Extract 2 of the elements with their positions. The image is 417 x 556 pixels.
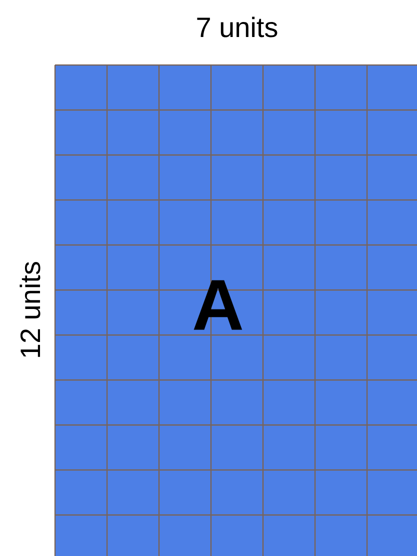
- dimension-label: 7 units: [197, 16, 278, 38]
- grid-rectangle: [55, 65, 417, 556]
